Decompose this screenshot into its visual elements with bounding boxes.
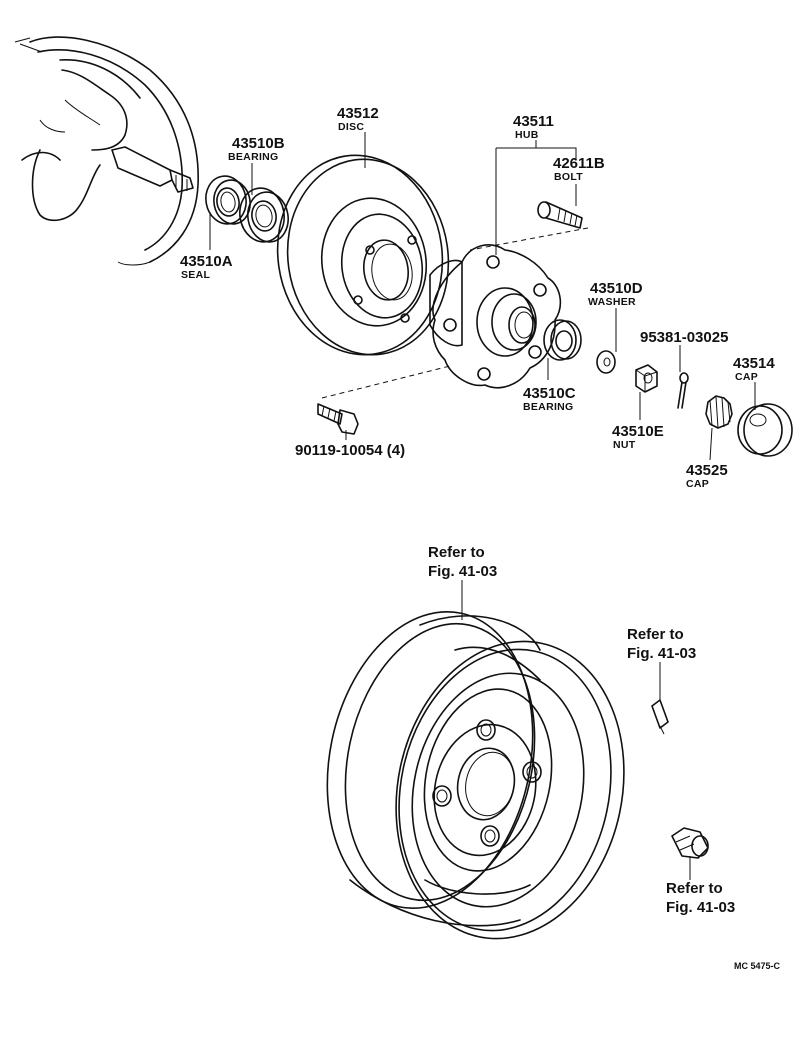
label-seal: 43510A SEAL: [180, 253, 233, 281]
ref-wheel-line2: Fig. 41-03: [428, 563, 497, 580]
disc-bolt-drawing: [317, 403, 359, 435]
hub-nut-drawing: [671, 827, 709, 859]
ref-wheel-line1: Refer to: [428, 544, 485, 561]
seal-name: SEAL: [181, 269, 210, 281]
bearing-inner-name: BEARING: [228, 151, 279, 163]
ref-wheel: Refer to Fig. 41-03: [428, 544, 497, 580]
hub-bolt-guide-line: [469, 227, 589, 251]
label-hub: 43511 HUB: [513, 113, 554, 141]
ref-balance-weight-line2: Fig. 41-03: [627, 645, 696, 662]
balance-weight-drawing: [651, 699, 669, 735]
hub-number: 43511: [513, 113, 554, 130]
grease-cap-drawing: [737, 403, 793, 457]
outer-bearing-drawing: [543, 319, 582, 361]
brake-disc-drawing: [276, 154, 450, 356]
hub-bolt-drawing: [537, 201, 583, 229]
leader-lines: [209, 132, 756, 880]
cotter-pin-drawing: [677, 372, 689, 409]
grease-cap-number: 43514: [733, 355, 775, 372]
ref-hub-nut: Refer to Fig. 41-03: [666, 880, 735, 916]
ref-balance-weight-line1: Refer to: [627, 626, 684, 643]
hub-bolt-number: 42611B: [553, 155, 605, 172]
ref-hub-nut-line1: Refer to: [666, 880, 723, 897]
nut-cap-drawing: [705, 395, 733, 429]
label-bearing-outer: 43510C BEARING: [523, 385, 576, 413]
figure-code: MC 5475-C: [734, 961, 781, 971]
washer-drawing: [596, 350, 616, 374]
ref-hub-nut-line2: Fig. 41-03: [666, 899, 735, 916]
label-nut-cap: 43525 CAP: [686, 462, 728, 490]
wheel-drawing: [326, 611, 625, 940]
bearing-inner-number: 43510B: [232, 135, 285, 152]
washer-name: WASHER: [588, 296, 636, 308]
washer-number: 43510D: [590, 280, 643, 297]
hub-bolt-name: BOLT: [554, 171, 583, 183]
bearing-outer-number: 43510C: [523, 385, 576, 402]
bearing-outer-name: BEARING: [523, 401, 574, 413]
hub-drawing: [429, 244, 562, 389]
label-washer: 43510D WASHER: [588, 280, 643, 308]
cotter-pin-number: 95381-03025: [640, 329, 728, 346]
nut-number: 43510E: [612, 423, 664, 440]
disc-bolt-guide-line: [321, 365, 451, 399]
label-grease-cap: 43514 CAP: [733, 355, 775, 383]
nut-name: NUT: [613, 439, 636, 451]
disc-name: DISC: [338, 121, 364, 133]
disc-bolt-number: 90119-10054 (4): [295, 442, 405, 459]
disc-number: 43512: [337, 105, 379, 122]
hub-name: HUB: [515, 129, 539, 141]
label-cotter-pin: 95381-03025: [640, 329, 728, 346]
label-bearing-inner: 43510B BEARING: [228, 135, 285, 163]
grease-cap-name: CAP: [735, 371, 758, 383]
seal-number: 43510A: [180, 253, 233, 270]
nut-drawing: [635, 364, 658, 393]
label-disc: 43512 DISC: [337, 105, 379, 133]
label-nut: 43510E NUT: [612, 423, 664, 451]
label-disc-bolt: 90119-10054 (4): [295, 442, 405, 459]
nut-cap-number: 43525: [686, 462, 728, 479]
nut-cap-name: CAP: [686, 478, 709, 490]
backing-plate-drawing: [14, 36, 199, 266]
label-hub-bolt: 42611B BOLT: [553, 155, 605, 183]
ref-balance-weight: Refer to Fig. 41-03: [627, 626, 696, 662]
